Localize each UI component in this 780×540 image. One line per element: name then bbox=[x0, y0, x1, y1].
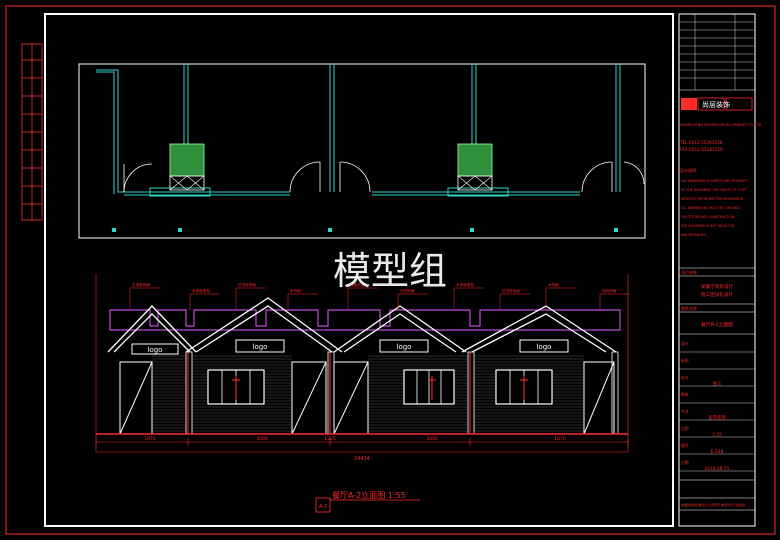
plan-walls bbox=[96, 64, 621, 197]
roof-band bbox=[109, 309, 621, 331]
notes-title: 设计说明 bbox=[680, 167, 696, 173]
callout-label: 石材饰面 bbox=[400, 288, 415, 293]
title-block-row-label: 比例 bbox=[681, 426, 689, 431]
signboard-text-1: logo bbox=[148, 346, 163, 354]
design-note-line: ON SITE BEFORE CONSTRUCTION bbox=[681, 215, 735, 219]
window-mullions bbox=[221, 370, 539, 404]
callout-label: 仿古砖饰面 bbox=[502, 288, 520, 293]
dimension-label: 3000 bbox=[426, 436, 438, 442]
signboard-text-4: logo bbox=[537, 343, 552, 351]
callout-label: 仿古砖饰面 bbox=[238, 282, 256, 287]
title-block-row-label: 校对 bbox=[681, 375, 689, 380]
company-logo: 尚层装饰 bbox=[702, 100, 730, 109]
callout-label: 木饰面 bbox=[548, 282, 559, 287]
design-note-line: ALL DIMENSIONS MUST BE CHECKED bbox=[681, 206, 740, 210]
callout-label: 木饰面 bbox=[290, 288, 301, 293]
design-note-line: THE DESIGNER IS NOT HELD FOR bbox=[680, 224, 735, 228]
gables bbox=[107, 297, 617, 353]
drawing-ref: A-2 bbox=[319, 504, 327, 510]
material-callouts: 生态板饰面木饰面造型仿古砖饰面木饰面柱面造型石材饰面木饰面造型仿古砖饰面木饰面涂… bbox=[129, 282, 630, 310]
floor-plan bbox=[78, 63, 646, 239]
total-dimension: 24434 bbox=[354, 456, 370, 462]
title-block-row-value: E-148 bbox=[711, 449, 724, 455]
drawing-title-group: A-2 餐厅A-2立面图 1:55 bbox=[315, 490, 420, 513]
title-block-row-label: 审核 bbox=[681, 392, 689, 397]
signboards bbox=[131, 339, 569, 355]
drawing-border bbox=[44, 13, 674, 527]
dimension-label: 1870 bbox=[144, 436, 156, 442]
title-block: 尚层装饰 SHANGCENG DESIGN DEVELOPMENT CO.,LT… bbox=[678, 13, 762, 527]
dimension-label: 1870 bbox=[554, 436, 566, 442]
title-block-row-value: 2014.08.15 bbox=[704, 466, 729, 472]
watermark-text: 模型组 bbox=[333, 249, 447, 293]
kiosk-units bbox=[169, 143, 493, 191]
title-block-row-value: 张三 bbox=[713, 380, 722, 387]
callout-label: 木饰面造型 bbox=[456, 282, 474, 287]
callout-label: 柱面造型 bbox=[350, 282, 365, 287]
title-block-row-label: 图号 bbox=[681, 443, 689, 448]
project-name-1: 某餐厅装修设计 bbox=[701, 283, 734, 290]
design-notes: ALL DRAWINGS IN SHEETS ARE PROPERTY OF TH… bbox=[680, 179, 748, 237]
project-label: 项目名称 bbox=[681, 269, 697, 275]
company-name-en: SHANGCENG DESIGN DEVELOPMENT CO.,LTD bbox=[680, 123, 762, 127]
sheet-title: 餐厅A-2立面图 bbox=[701, 321, 733, 328]
signboard-text-2: logo bbox=[253, 343, 268, 351]
drawing-title: 餐厅A-2立面图 1:55 bbox=[332, 490, 406, 500]
elevation-windows bbox=[207, 369, 553, 405]
door-swings bbox=[123, 161, 645, 193]
plan-boundary bbox=[78, 63, 646, 239]
sheet-outer-frame bbox=[5, 5, 776, 535]
binding-strip bbox=[21, 43, 43, 221]
title-block-row-label: 专业 bbox=[681, 409, 689, 414]
design-note-line: ALL DRAWINGS IN SHEETS ARE PROPERTY bbox=[681, 179, 748, 183]
design-note-line: WITHOUT PRIOR WRITTEN PERMISSION bbox=[681, 197, 744, 201]
column-markers bbox=[112, 228, 618, 232]
elevation-view: logo logo logo logo bbox=[95, 274, 630, 462]
title-block-row-label: 日期 bbox=[681, 460, 689, 465]
phone-1: TEL:0512-55281558 bbox=[679, 140, 723, 145]
phone-2: FAX:0512-55281559 bbox=[680, 147, 723, 152]
title-block-row-value: 1:55 bbox=[712, 432, 722, 438]
callout-label: 木饰面造型 bbox=[192, 288, 210, 293]
callout-label: 生态板饰面 bbox=[132, 282, 150, 287]
design-note-line: DISCREPANCIES bbox=[681, 233, 706, 237]
title-block-row-label: 绘图 bbox=[681, 358, 689, 363]
dimension-label: 3000 bbox=[256, 436, 268, 442]
sheet-title-label: 图纸名称 bbox=[681, 305, 697, 311]
facade-dim-marks bbox=[187, 352, 528, 434]
title-block-row-value: 室内装饰 bbox=[708, 414, 726, 421]
signboard-text-3: logo bbox=[397, 343, 412, 351]
title-block-row-label: 设计 bbox=[681, 341, 689, 346]
design-note-line: OF THE DESIGNER. THE RIGHTS OF COPY bbox=[681, 188, 746, 192]
project-name-2: 施工图深化设计 bbox=[701, 291, 734, 298]
callout-label: 涂料饰面 bbox=[602, 288, 617, 293]
title-block-footer: 本图纸版权归属设计公司所有 未经许可不得复制 bbox=[681, 502, 745, 507]
